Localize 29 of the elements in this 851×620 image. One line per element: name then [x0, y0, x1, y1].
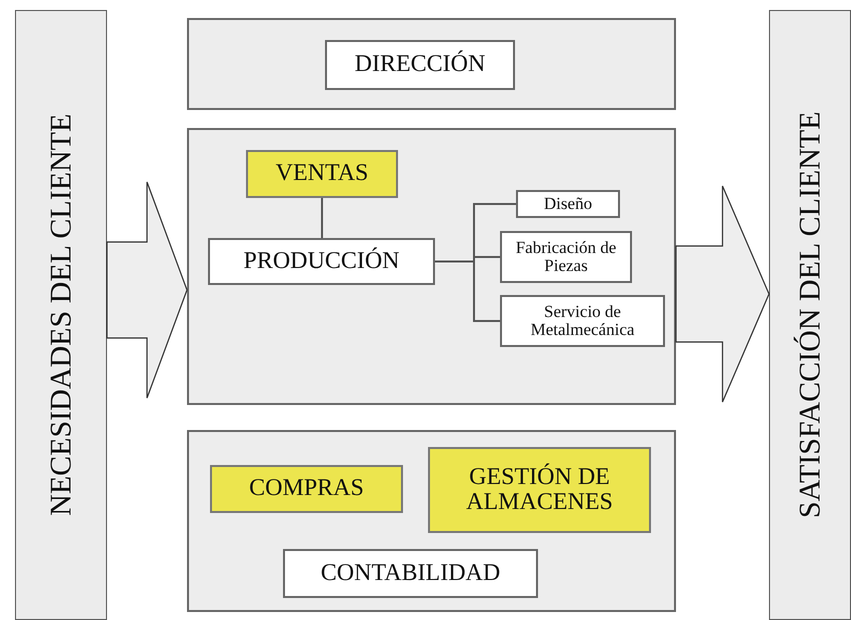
box-label: COMPRAS [248, 476, 365, 502]
process-box [210, 465, 403, 513]
box-label: DIRECCIÓN [354, 52, 486, 78]
process-box [516, 190, 620, 218]
panel-box [187, 128, 676, 405]
panel-box [187, 18, 676, 110]
side-panel [15, 10, 107, 620]
block-arrow [106, 181, 188, 399]
block-arrow [675, 185, 770, 403]
process-box [246, 150, 398, 198]
box-label: Fabricación de Piezas [514, 239, 618, 275]
connector-line [321, 198, 323, 238]
box-label: VENTAS [274, 161, 370, 187]
side-panel [769, 10, 851, 620]
process-box [500, 295, 665, 347]
process-box [283, 549, 538, 598]
connector-line [435, 260, 500, 322]
process-box [500, 231, 632, 283]
vertical-label: NECESIDADES DEL CLIENTE [45, 114, 77, 516]
process-box [428, 447, 651, 533]
box-label: GESTIÓN DE ALMACENES [465, 464, 614, 516]
panel-box [187, 430, 676, 612]
box-label: Diseño [542, 195, 594, 213]
box-label: PRODUCCIÓN [242, 248, 401, 274]
process-box [325, 40, 515, 90]
process-box [208, 238, 435, 285]
vertical-label: SATISFACCIÓN DEL CLIENTE [794, 112, 826, 518]
box-label: CONTABILIDAD [320, 560, 502, 586]
box-label: Servicio de Metalmecánica [530, 303, 636, 339]
